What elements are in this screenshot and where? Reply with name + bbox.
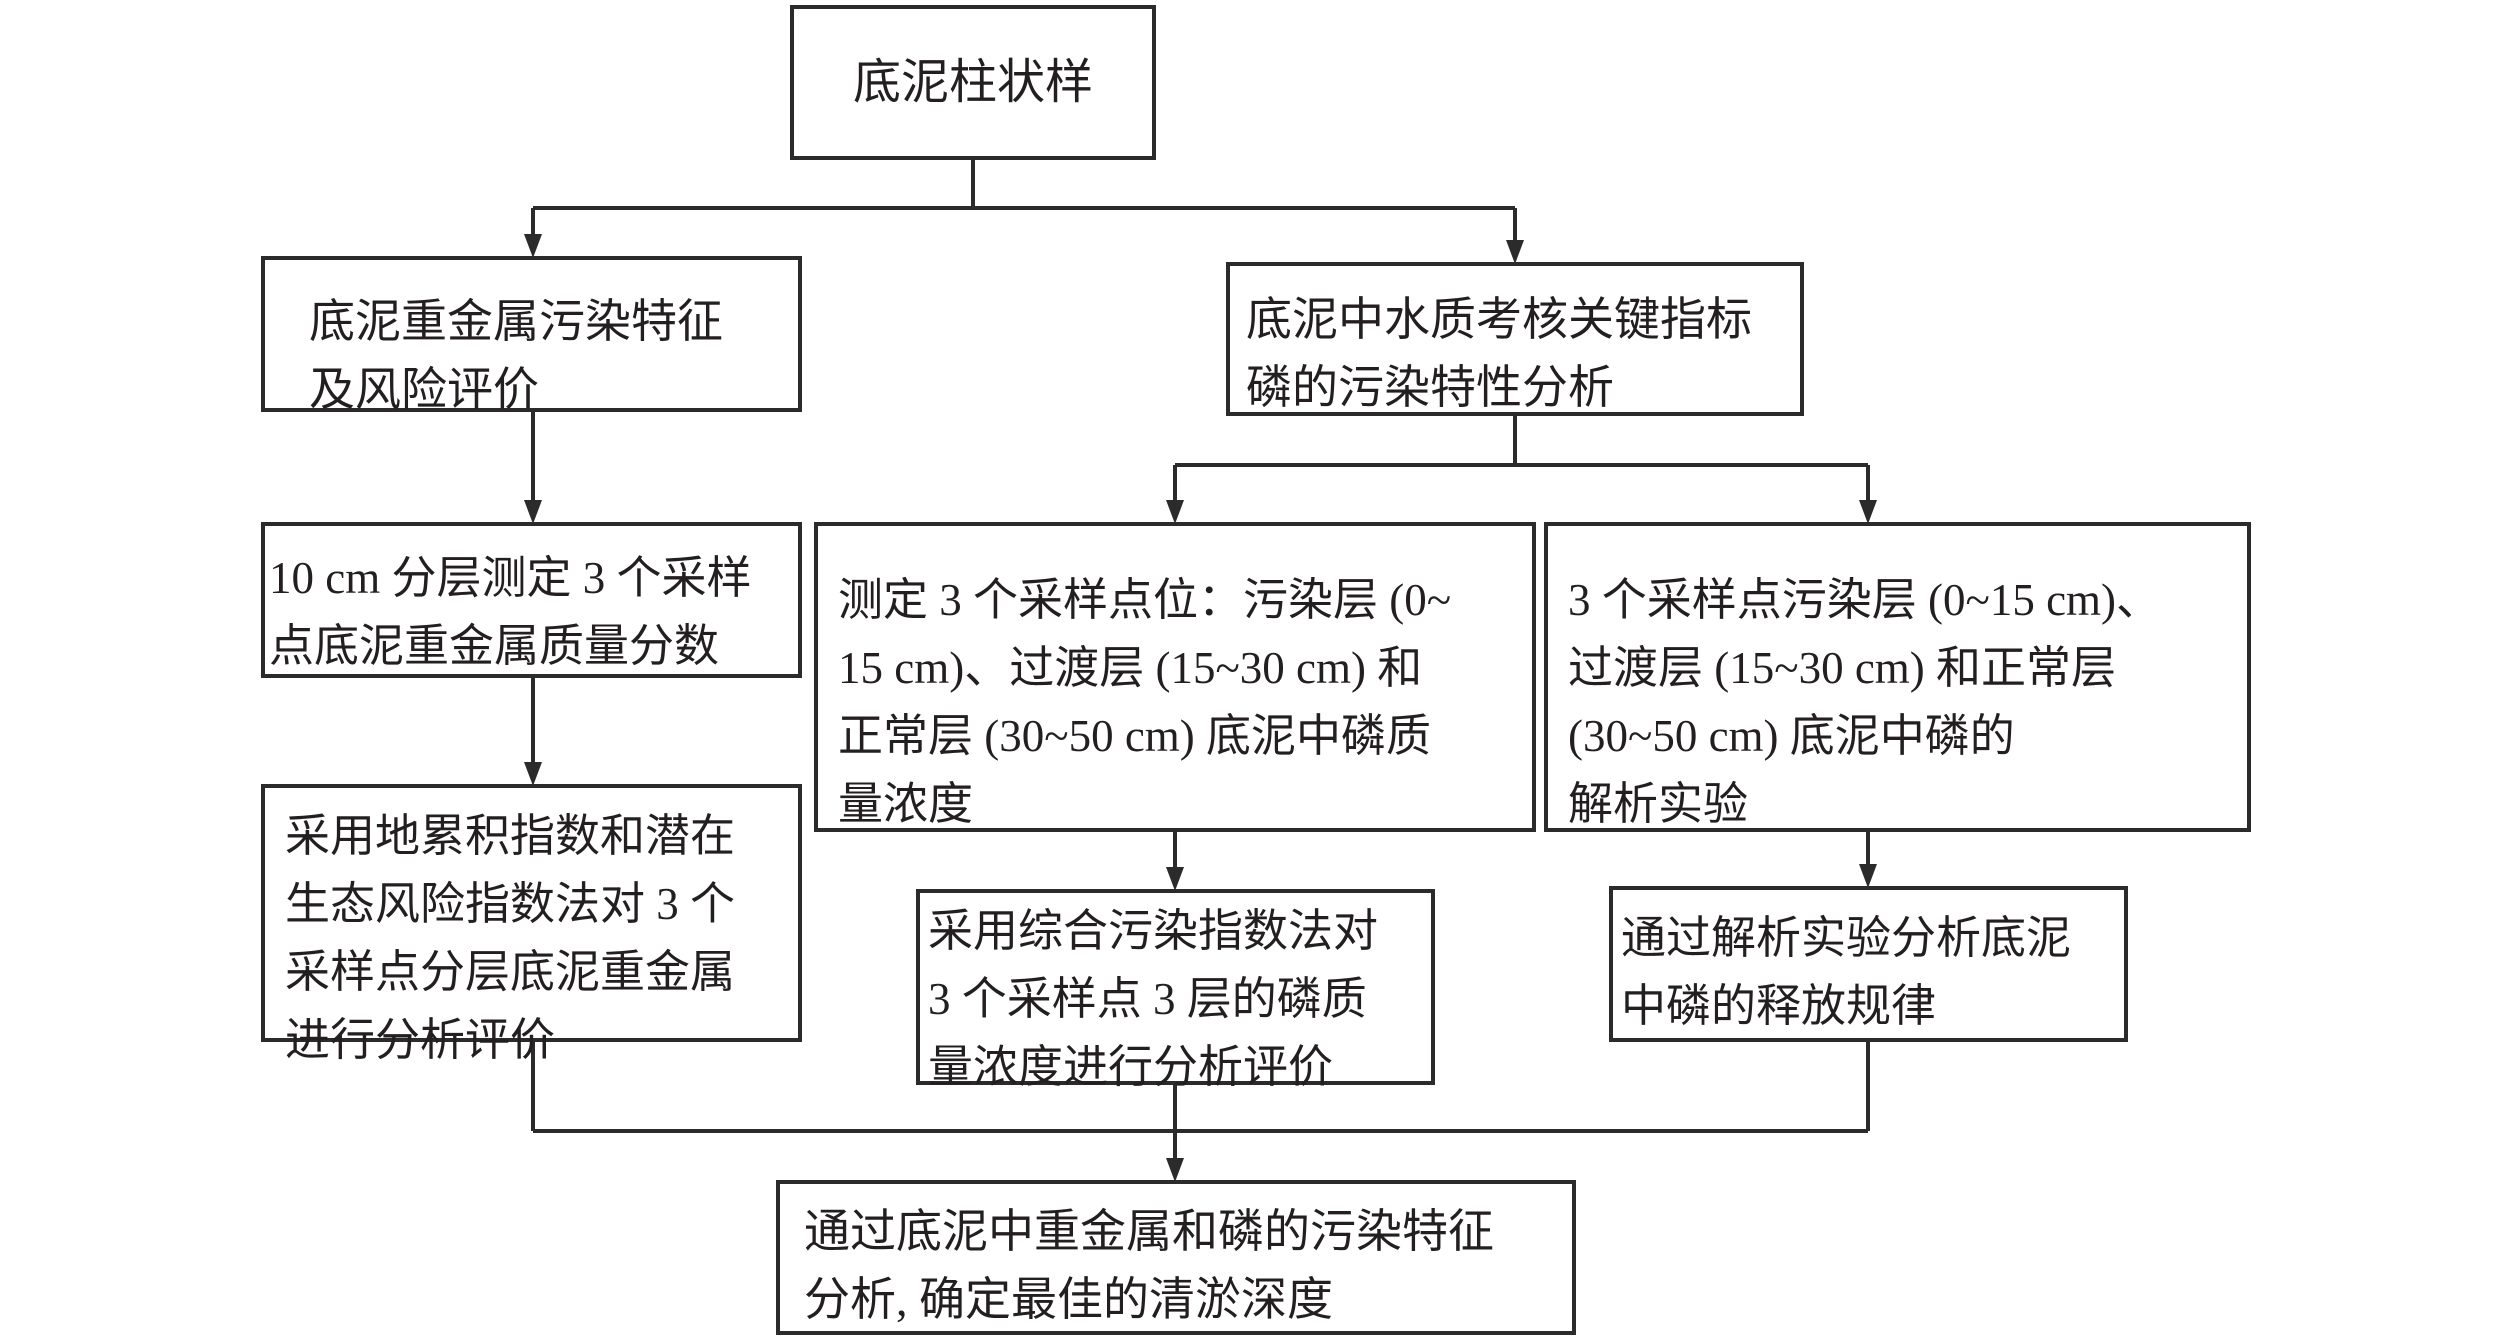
- node-heavy-metal-eval: 采用地累积指数和潜在 生态风险指数法对 3 个 采样点分层底泥重金属 进行分析评…: [261, 784, 802, 1065]
- node-heavy-metal-eval-line-1: 采用地累积指数和潜在: [285, 811, 736, 861]
- node-p-release: 通过解析实验分析底泥 中磷的释放规律: [1609, 886, 2128, 1042]
- arrowhead-heavy-metal-eval: [524, 762, 542, 786]
- node-p-release-line-1: 通过解析实验分析底泥: [1621, 913, 2072, 963]
- node-p-desorption-line-1: 3 个采样点污染层 (0~15 cm)、: [1568, 575, 2162, 625]
- node-heavy-metal-eval-line-2: 生态风险指数法对 3 个: [285, 879, 736, 929]
- node-final-line-1: 通过底泥中重金属和磷的污染特征: [804, 1206, 1494, 1257]
- node-layer-measure-line-2: 点底泥重金属质量分数: [269, 621, 720, 671]
- node-layer-measure-line-1: 10 cm 分层测定 3 个采样: [269, 553, 752, 603]
- node-heavy-metal: 底泥重金属污染特征 及风险评价: [261, 256, 802, 415]
- node-p-desorption-line-3: (30~50 cm) 底泥中磷的: [1568, 711, 2015, 761]
- node-p-desorption-line-4: 解析实验: [1568, 779, 1749, 829]
- node-p-concentration-line-4: 量浓度: [838, 779, 974, 829]
- node-final: 通过底泥中重金属和磷的污染特征 分析, 确定最佳的清淤深度: [776, 1180, 1576, 1335]
- node-p-eval: 采用综合污染指数法对 3 个采样点 3 层的磷质 量浓度进行分析评价: [916, 889, 1435, 1092]
- arrowhead-final: [1166, 1158, 1184, 1182]
- node-p-desorption-line-2: 过渡层 (15~30 cm) 和正常层: [1568, 643, 2117, 693]
- arrowhead-phosphorus: [1506, 240, 1524, 264]
- node-root-text: 底泥柱状样: [852, 55, 1093, 109]
- arrowhead-heavy-metal: [524, 234, 542, 258]
- node-heavy-metal-line-2: 及风险评价: [309, 364, 539, 415]
- node-phosphorus-line-2: 磷的污染特性分析: [1246, 362, 1614, 413]
- node-p-desorption: 3 个采样点污染层 (0~15 cm)、 过渡层 (15~30 cm) 和正常层…: [1544, 522, 2251, 832]
- arrowhead-p-concentration: [1166, 500, 1184, 524]
- arrowhead-p-desorption: [1859, 500, 1877, 524]
- node-heavy-metal-eval-line-3: 采样点分层底泥重金属: [285, 947, 736, 997]
- node-p-eval-line-3: 量浓度进行分析评价: [928, 1042, 1334, 1092]
- arrowhead-p-release: [1859, 864, 1877, 888]
- node-phosphorus-line-1: 底泥中水质考核关键指标: [1246, 294, 1752, 345]
- node-p-concentration-line-1: 测定 3 个采样点位：污染层 (0~: [838, 575, 1452, 625]
- node-p-eval-line-2: 3 个采样点 3 层的磷质: [928, 974, 1367, 1024]
- node-root: 底泥柱状样: [790, 5, 1156, 160]
- arrowhead-layer-measure: [524, 500, 542, 524]
- node-p-concentration-line-2: 15 cm)、过渡层 (15~30 cm) 和: [838, 643, 1423, 693]
- node-phosphorus: 底泥中水质考核关键指标 磷的污染特性分析: [1226, 262, 1804, 416]
- node-heavy-metal-line-1: 底泥重金属污染特征: [309, 296, 723, 347]
- node-p-release-line-2: 中磷的释放规律: [1621, 981, 1937, 1031]
- node-p-concentration: 测定 3 个采样点位：污染层 (0~ 15 cm)、过渡层 (15~30 cm)…: [814, 522, 1536, 832]
- node-final-line-2: 分析, 确定最佳的清淤深度: [804, 1274, 1333, 1325]
- arrowhead-p-eval: [1166, 867, 1184, 891]
- node-p-concentration-line-3: 正常层 (30~50 cm) 底泥中磷质: [838, 711, 1432, 761]
- node-p-eval-line-1: 采用综合污染指数法对: [928, 906, 1379, 956]
- node-layer-measure: 10 cm 分层测定 3 个采样 点底泥重金属质量分数: [261, 522, 802, 678]
- node-heavy-metal-eval-line-4: 进行分析评价: [285, 1015, 556, 1065]
